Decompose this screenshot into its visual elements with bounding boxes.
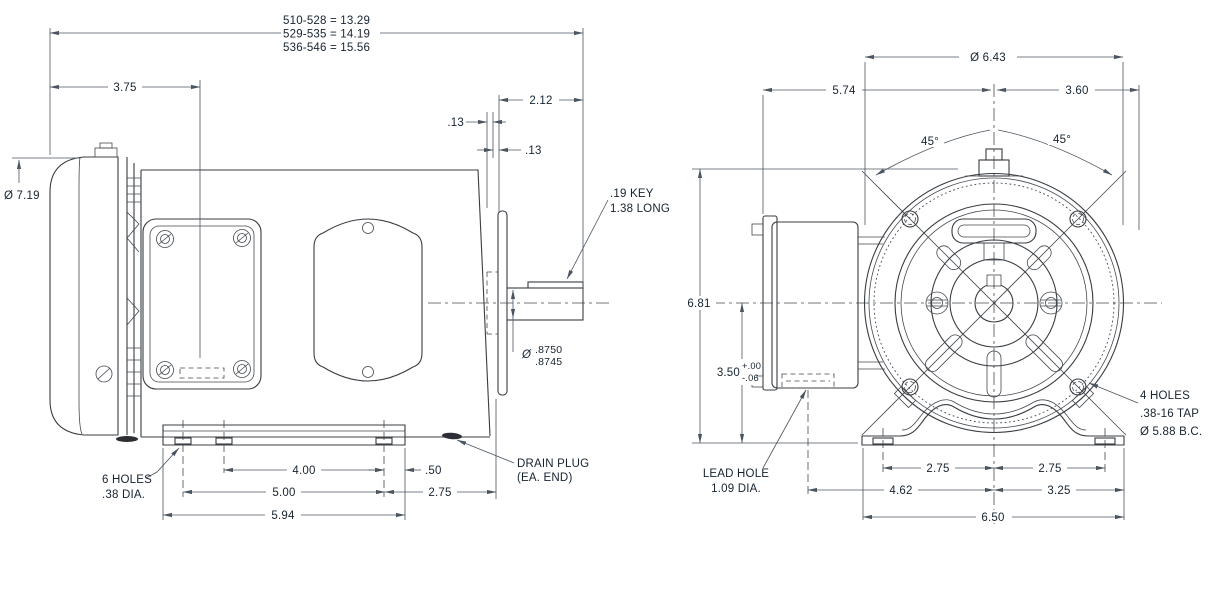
dim-foot-width: 6.50	[981, 512, 1004, 524]
tap-note-line-1: 4 HOLES	[1140, 390, 1190, 402]
motor-frame	[141, 169, 491, 438]
lead-hole-note-line-1: LEAD HOLE	[703, 468, 769, 480]
frame-length-row-2: 529-535 = 14.19	[283, 29, 370, 41]
frame-length-row-1: 510-528 = 13.29	[283, 15, 370, 27]
dim-shaft-height-tol-plus: +.00	[742, 361, 761, 371]
end-view-labels: Ø 6.43 5.74 3.60 45° 45° 6.81 3.50 +.00 …	[687, 52, 1202, 524]
dim-shaft-height-tol-minus: -.06	[742, 373, 759, 383]
mounting-base	[162, 424, 462, 446]
dim-lead-span: 4.62	[889, 485, 912, 497]
nameplate	[313, 218, 423, 382]
key-note-line-1: .19 KEY	[610, 188, 654, 200]
dim-foot-left: 2.75	[926, 463, 949, 475]
key-note-line-2: 1.38 LONG	[610, 203, 670, 215]
dim-left-half: 5.74	[832, 85, 856, 97]
hub-screws	[925, 291, 1063, 315]
dim-outer-diameter: Ø 7.19	[4, 190, 40, 202]
dim-flange-thickness: .13	[525, 145, 542, 157]
dim-right-half: 3.60	[1065, 85, 1088, 97]
side-view-dimensions	[12, 27, 609, 521]
side-view-labels: 510-528 = 13.29 529-535 = 14.19 536-546 …	[4, 15, 670, 522]
dim-angle-left: 45°	[921, 136, 939, 148]
drain-note-line-1: DRAIN PLUG	[517, 458, 589, 470]
tap-note-line-3: Ø 5.88 B.C.	[1140, 426, 1202, 438]
holes-note-line-1: 6 HOLES	[102, 474, 152, 486]
dim-hole-span: 4.00	[292, 465, 315, 477]
fan-cover	[49, 142, 138, 442]
holes-note-line-2: .38 DIA.	[102, 489, 145, 501]
dim-foot-half-right: 3.25	[1047, 485, 1070, 497]
shaft-diameter-lower: .8745	[535, 356, 562, 368]
end-view-feet	[861, 399, 1125, 446]
dim-face-gap: .13	[447, 117, 464, 129]
frame-length-row-3: 536-546 = 15.56	[283, 42, 370, 54]
side-conduit-box	[142, 218, 262, 390]
side-view	[49, 142, 612, 446]
dim-end-outer-diameter: Ø 6.43	[970, 52, 1006, 64]
tap-note-line-2: .38-16 TAP	[1140, 408, 1199, 420]
dim-shaft-extension: 2.12	[529, 95, 552, 107]
drain-plug-left	[893, 385, 917, 409]
dim-bolt-span: 5.00	[272, 487, 295, 499]
end-view-dimensions	[683, 50, 1140, 523]
shaft-diameter-upper: .8750	[535, 344, 562, 356]
dim-fan-length: 3.75	[113, 82, 136, 94]
dim-foot-right: 2.75	[1038, 463, 1061, 475]
end-view	[688, 84, 1162, 524]
shaft	[428, 210, 612, 396]
dim-foot-tail: .50	[425, 465, 442, 477]
drain-plug-right	[1071, 385, 1095, 409]
drain-note-line-2: (EA. END)	[517, 472, 572, 484]
dim-overall-height: 6.81	[687, 298, 710, 310]
dim-shaft-height: 3.50	[717, 367, 740, 379]
lead-hole-note-line-2: 1.09 DIA.	[711, 483, 761, 495]
fin-section	[95, 157, 142, 437]
dim-angle-right: 45°	[1053, 134, 1071, 146]
dim-face-to-hole: 2.75	[428, 487, 451, 499]
dim-base-length: 5.94	[271, 510, 295, 522]
shaft-diameter-symbol: Ø	[521, 349, 532, 361]
